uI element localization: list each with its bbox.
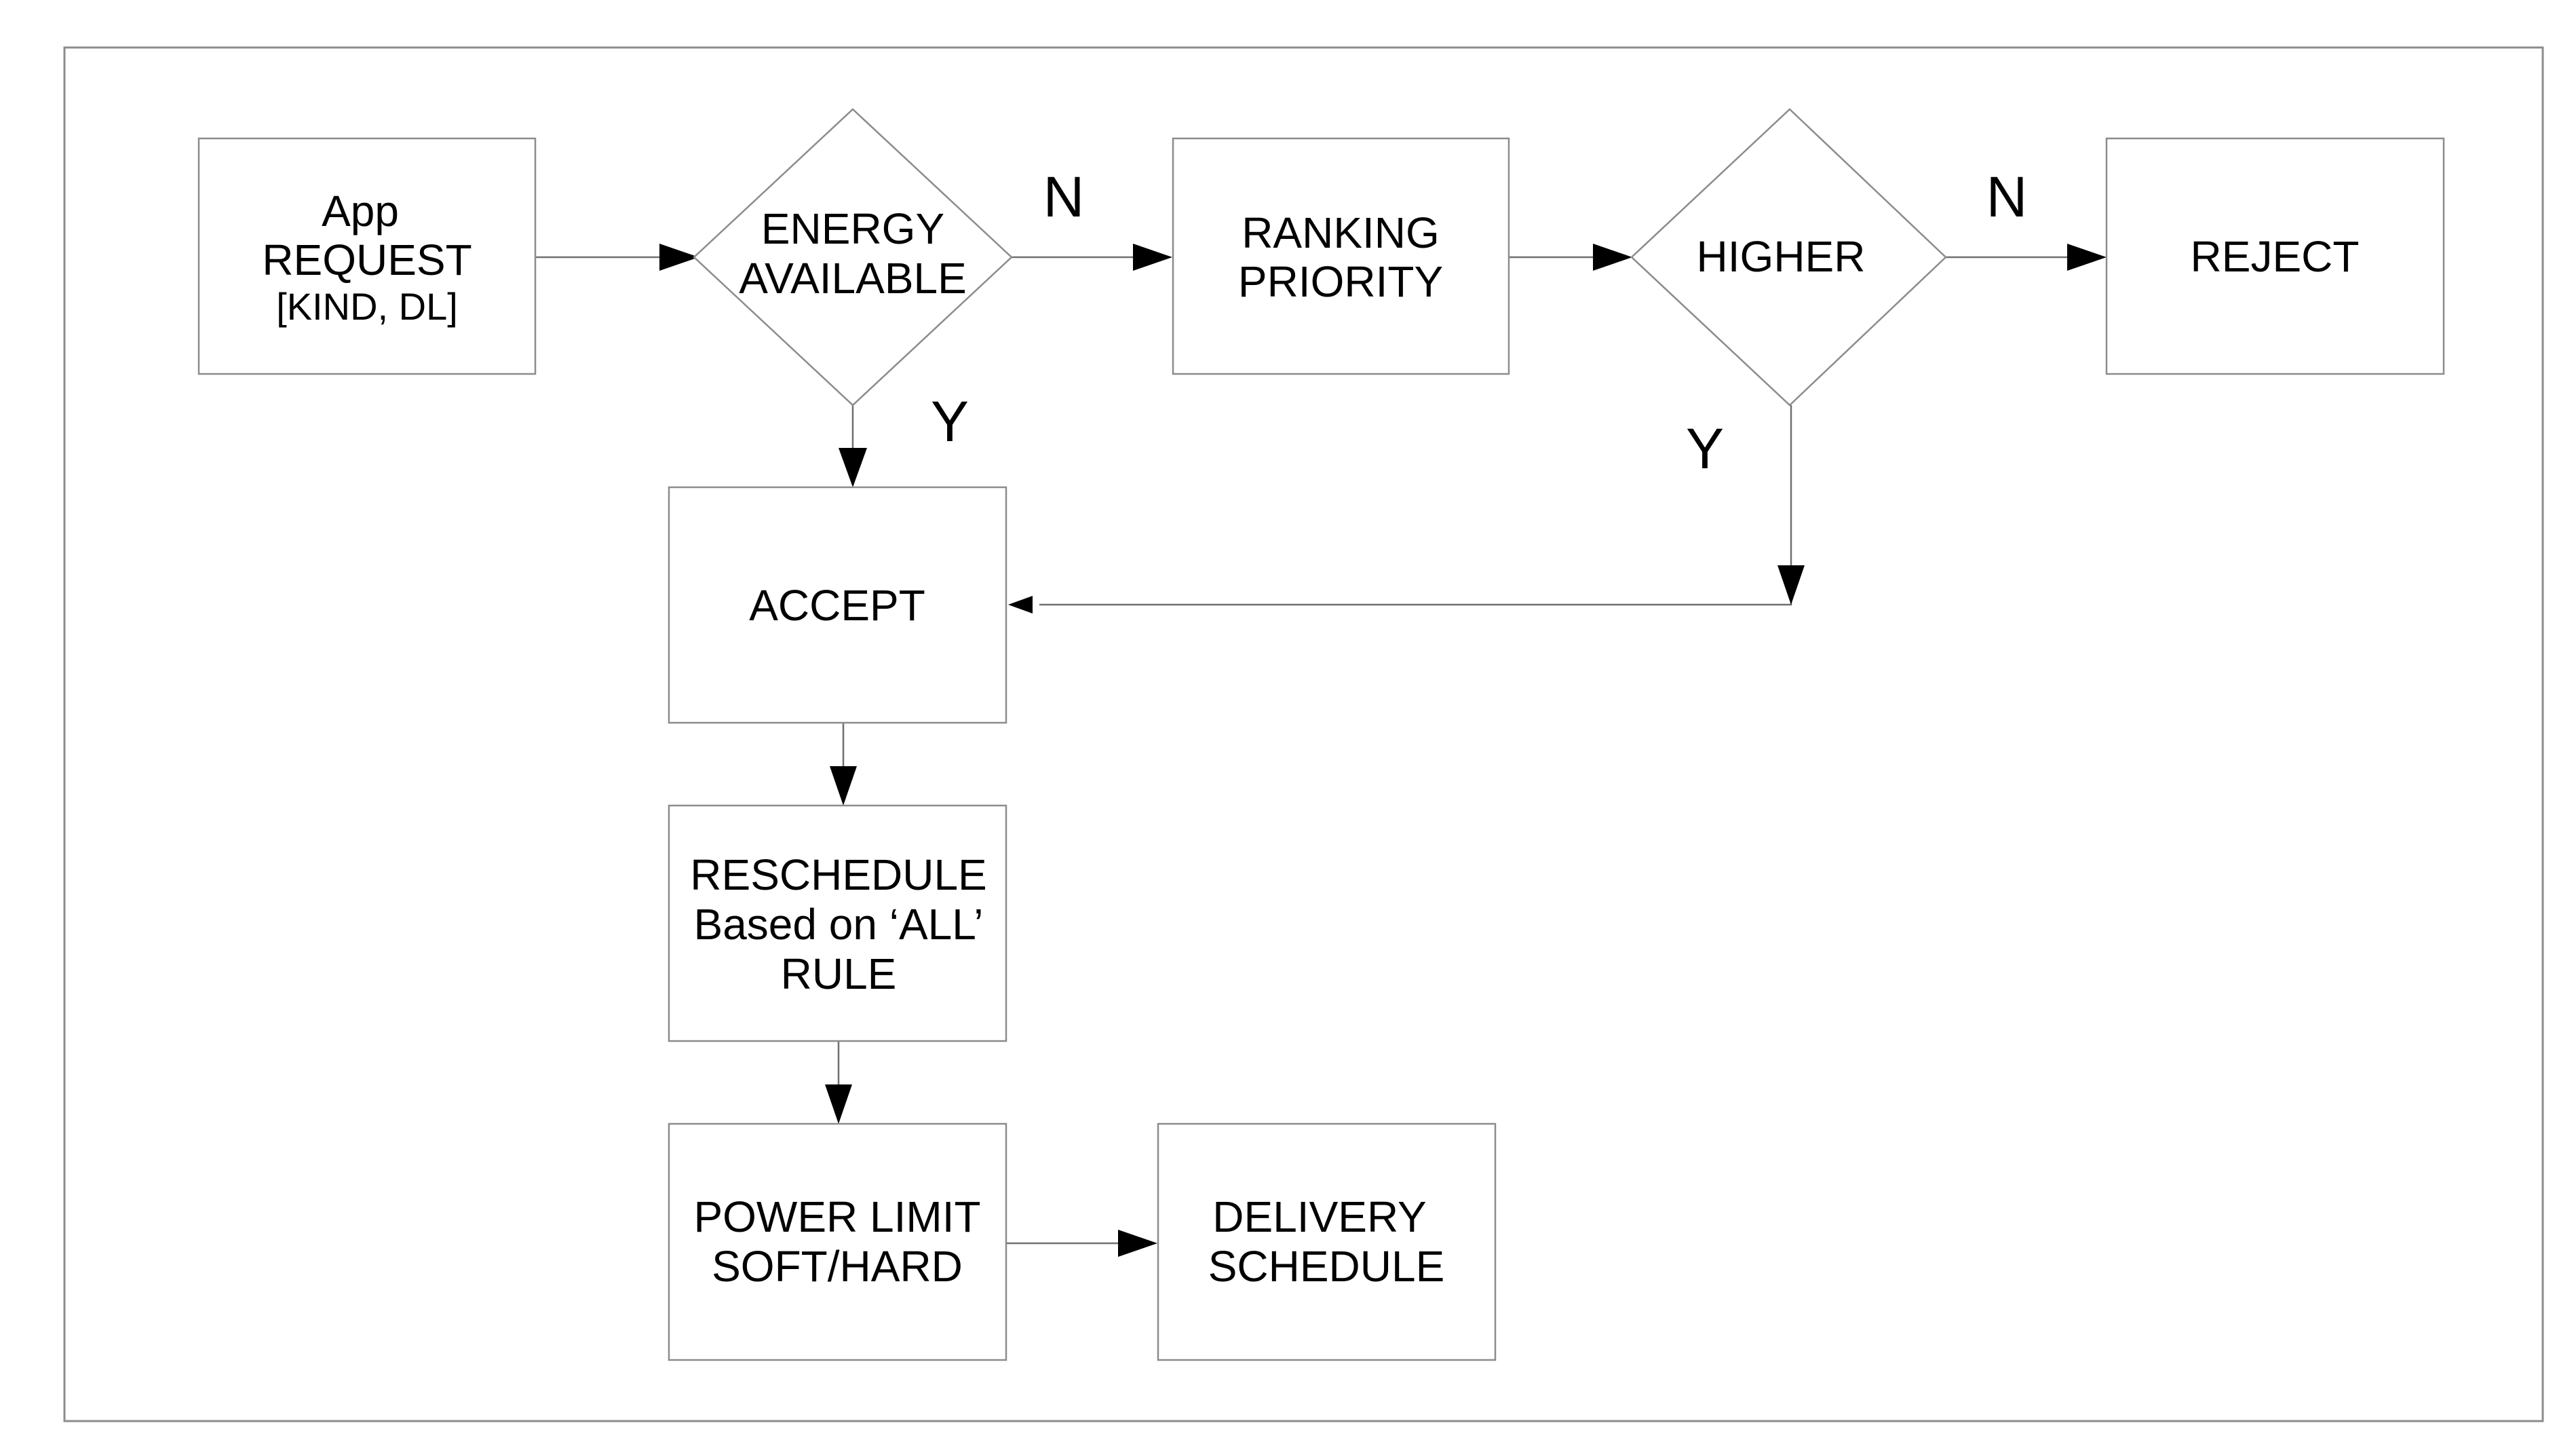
node-reschedule: RESCHEDULE Based on ‘ALL’ RULE — [668, 804, 1007, 1042]
edge-accept-to-reschedule — [830, 723, 857, 806]
node-power-limit: POWER LIMIT SOFT/HARD — [668, 1122, 1007, 1361]
node-label-line: POWER LIMIT — [693, 1192, 980, 1241]
arrow-head — [839, 448, 867, 487]
node-label-line: App — [322, 187, 399, 235]
edge-reschedule-to-power — [825, 1041, 852, 1124]
node-reject: REJECT — [2105, 137, 2445, 375]
arrow-head — [2067, 244, 2107, 271]
node-delivery-schedule: DELIVERY SCHEDULE — [1157, 1122, 1497, 1361]
node-label-line: RESCHEDULE — [690, 850, 986, 899]
node-label-line: [KIND, DL] — [276, 285, 458, 328]
node-energy-available: ENERGY AVAILABLE — [693, 108, 1013, 407]
node-label-line: AVAILABLE — [739, 254, 967, 303]
node-label-line: PRIORITY — [1238, 257, 1443, 306]
arrow-head — [1008, 596, 1033, 613]
edge-energy-to-accept: Y — [839, 390, 969, 487]
edge-higher-to-accept: Y — [1008, 405, 1805, 613]
arrow-head — [1118, 1230, 1157, 1257]
arrow-head — [1133, 244, 1172, 271]
outer-frame — [63, 46, 2544, 1422]
node-label-line: RANKING — [1242, 208, 1440, 257]
edge-energy-to-ranking: N — [1012, 165, 1172, 271]
edge-label-no: N — [1043, 165, 1085, 229]
node-label-line: Based on ‘ALL’ — [694, 900, 984, 949]
node-label-line: ENERGY — [761, 204, 944, 253]
node-higher: HIGHER — [1630, 108, 1947, 407]
arrow-head — [659, 244, 699, 271]
node-label-line: SCHEDULE — [1208, 1242, 1445, 1291]
node-label-line: SOFT/HARD — [712, 1242, 963, 1291]
node-app-request: App REQUEST [KIND, DL] — [197, 137, 537, 375]
arrow-head — [830, 766, 857, 806]
arrow-head — [1777, 565, 1805, 605]
edge-request-to-energy — [535, 244, 699, 271]
node-ranking-priority: RANKING PRIORITY — [1172, 137, 1510, 375]
edge-higher-to-reject: N — [1946, 165, 2107, 271]
node-label-line: DELIVERY — [1212, 1192, 1426, 1241]
node-accept: ACCEPT — [668, 486, 1007, 724]
edge-label-yes: Y — [1686, 417, 1724, 480]
edge-label-yes: Y — [931, 390, 969, 453]
node-label-line: ACCEPT — [749, 581, 925, 630]
nodes-layer: App REQUEST [KIND, DL] ENERGY AVAILABLE … — [197, 108, 2445, 1361]
edge-power-to-delivery — [1006, 1230, 1157, 1257]
node-label-line: RULE — [781, 949, 897, 998]
node-label-line: REQUEST — [262, 235, 472, 284]
arrow-head — [1593, 244, 1632, 271]
edge-label-no: N — [1986, 165, 2028, 229]
edges-layer: N Y N Y — [535, 165, 2107, 1257]
node-label-line: REJECT — [2191, 232, 2360, 281]
node-label-line: HIGHER — [1697, 232, 1866, 281]
arrow-head — [825, 1084, 852, 1124]
edge-ranking-to-higher — [1509, 244, 1632, 271]
